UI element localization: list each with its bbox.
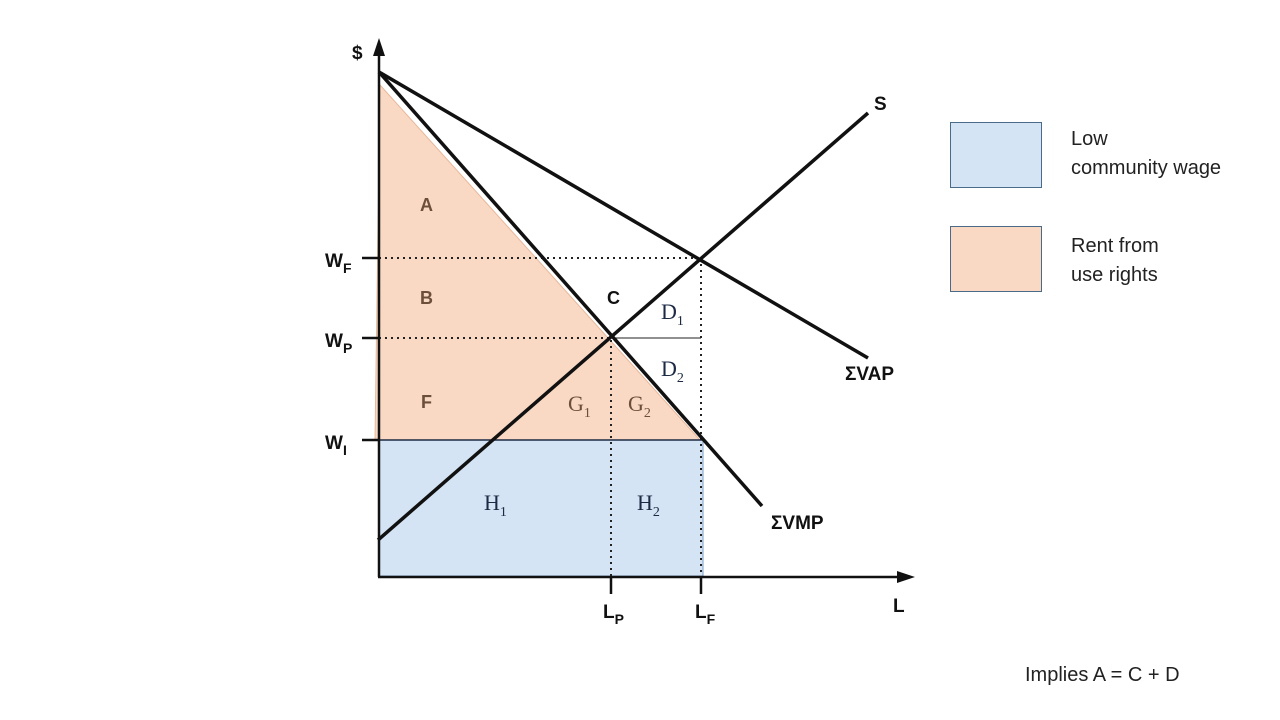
y-axis-label: $ [352,43,363,64]
region-d1-label: D1 [661,299,684,329]
wp-tick-label: WP [325,331,352,356]
region-g1-label: G1 [568,391,591,421]
legend-rent-line1: Rent from [1071,235,1159,257]
legend-label-rent: Rent from use rights [1071,232,1271,290]
legend-low-wage-line1: Low [1071,128,1108,150]
rent-from-use-rights-area [374,83,702,441]
wi-tick-label: WI [325,433,347,458]
legend-low-wage-line2: community wage [1071,157,1222,179]
legend-label-low-wage: Low community wage [1071,125,1271,183]
vmp-curve-label: ΣVMP [771,513,824,534]
region-d2-label: D2 [661,356,684,386]
region-g2-label: G2 [628,391,651,421]
y-axis-arrow [373,38,385,56]
vap-curve [378,70,869,360]
lp-tick-label: LP [603,602,624,627]
region-c-label: C [607,288,620,308]
x-axis-label: L [893,596,905,617]
implication-note: Implies A = C + D [1025,664,1180,686]
region-h2-label: H2 [637,490,660,520]
supply-curve-label: S [874,94,887,115]
legend-rent-line2: use rights [1071,264,1158,286]
region-h1-label: H1 [484,490,507,520]
x-axis-arrow [897,571,915,583]
legend-swatch-low-wage [950,122,1042,188]
vap-curve-label: ΣVAP [845,364,894,385]
region-b-label: B [420,288,433,308]
vmp-curve [377,70,764,508]
wf-tick-label: WF [325,251,352,276]
legend-swatch-rent [950,226,1042,292]
region-f-label: F [421,392,432,412]
supply-curve [376,111,870,542]
lf-tick-label: LF [695,602,716,627]
region-a-label: A [420,195,433,215]
